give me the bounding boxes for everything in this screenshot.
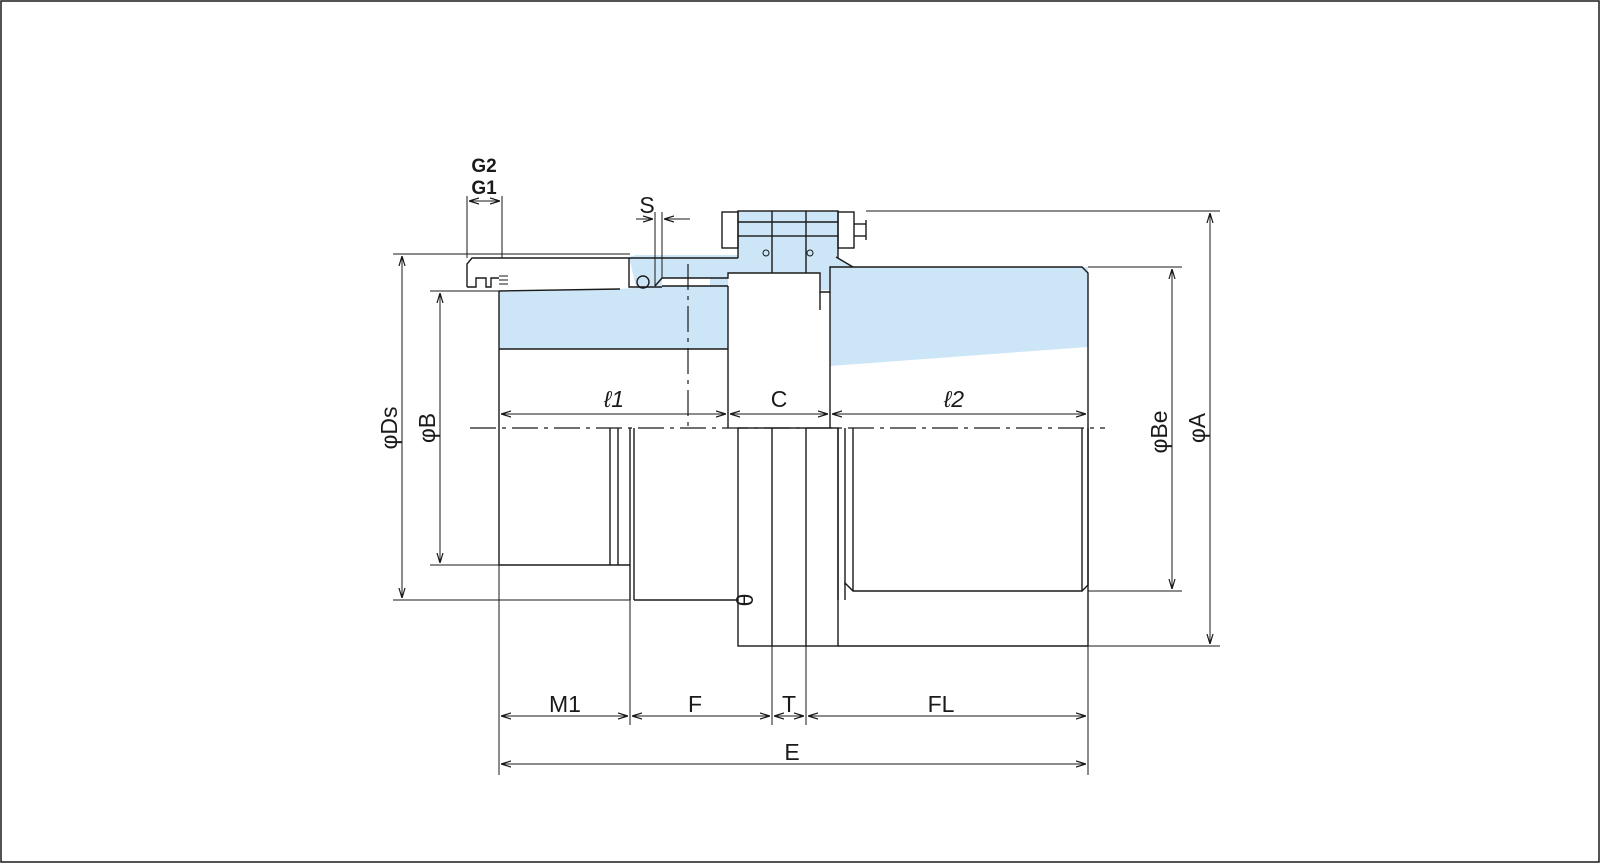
flange-bolts xyxy=(721,210,867,273)
sleeve-section xyxy=(629,236,853,290)
dimension-lines xyxy=(402,201,1210,764)
label-phi-b: φB xyxy=(414,413,440,443)
label-phi-ds: φDs xyxy=(376,406,402,449)
left-hub xyxy=(498,288,738,601)
label-l2: ℓ2 xyxy=(943,386,964,412)
left-hub-section xyxy=(499,286,728,349)
right-hub xyxy=(838,428,1089,647)
label-c: C xyxy=(771,386,788,412)
label-g1: G1 xyxy=(471,178,497,199)
label-phi-a: φA xyxy=(1184,412,1210,443)
label-s: S xyxy=(639,192,654,218)
extension-lines xyxy=(393,196,1220,775)
label-g2: G2 xyxy=(471,156,496,177)
center-spacer xyxy=(737,427,839,647)
label-phi-be: φBe xyxy=(1146,410,1172,453)
label-fl: FL xyxy=(928,691,955,717)
seal-retainer xyxy=(466,257,636,288)
label-f: F xyxy=(688,691,702,717)
label-e: E xyxy=(784,739,799,765)
label-theta: θ xyxy=(732,594,758,607)
right-hub-section xyxy=(830,267,1088,366)
label-t: T xyxy=(782,691,796,717)
label-m1: M1 xyxy=(549,691,581,717)
flange-top-section xyxy=(738,211,838,236)
label-l1: ℓ1 xyxy=(603,386,624,412)
sleeve xyxy=(628,236,1089,600)
